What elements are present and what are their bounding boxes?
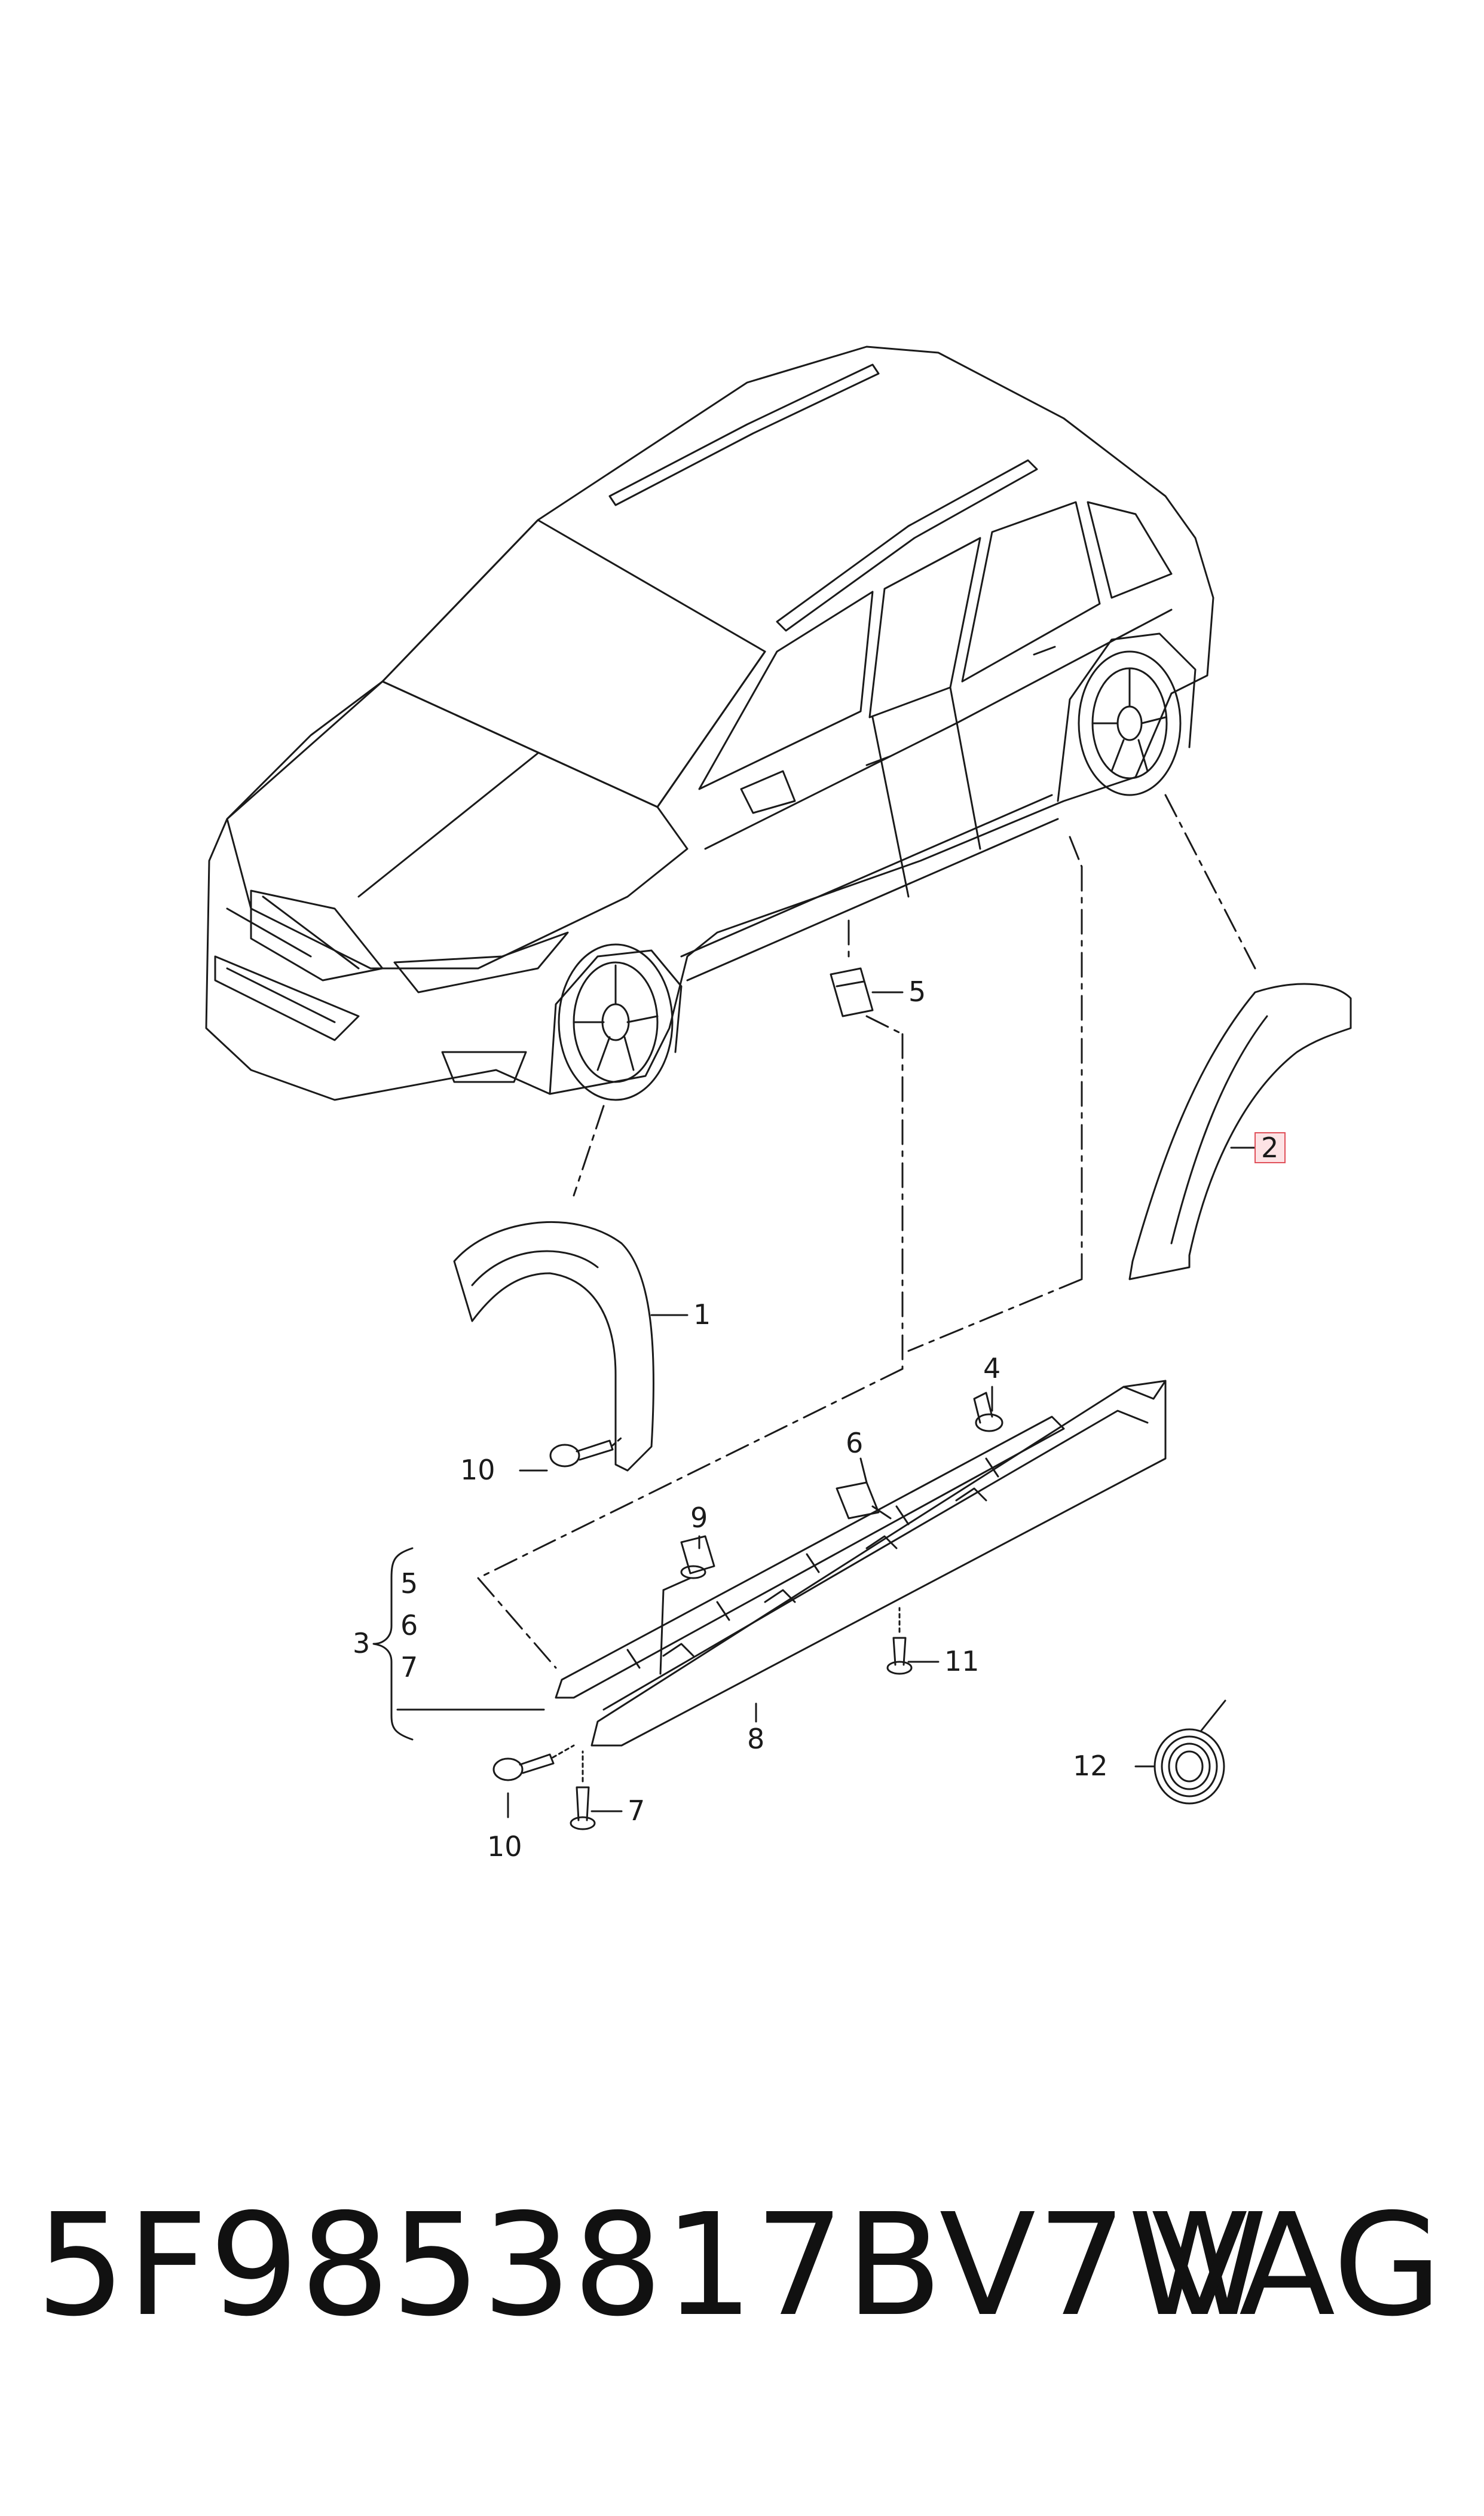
part-12-tape-roll — [1153, 1699, 1226, 1805]
brand-label: VAG — [1151, 2183, 1442, 2347]
part-number-label: 5F9853817BV7W — [36, 2183, 1269, 2347]
part-9-nut — [659, 1535, 715, 1675]
part-3-mounting-rail — [555, 1416, 1065, 1699]
part-10-screw-lower — [492, 1744, 575, 1781]
group-callout-7: 7 — [400, 1651, 418, 1683]
callout-5: 5 — [908, 976, 926, 1008]
callout-2-highlight — [1254, 1132, 1286, 1163]
part-8-sill-panel — [590, 1380, 1167, 1747]
part-6-clip — [836, 1481, 892, 1520]
callout-3: 3 — [353, 1627, 370, 1659]
callout-1: 1 — [693, 1298, 711, 1331]
callout-2: 2 — [1261, 1132, 1278, 1164]
callout-9: 9 — [690, 1502, 708, 1534]
callout-11: 11 — [944, 1645, 980, 1677]
part-10-screw-upper — [549, 1436, 623, 1468]
part-4-screw — [973, 1392, 1003, 1432]
callout-10-upper: 10 — [460, 1454, 495, 1486]
part-1-front-arch-trim — [453, 1221, 654, 1472]
callout-4: 4 — [983, 1352, 1000, 1384]
callout-8: 8 — [747, 1723, 764, 1755]
part-11-screw — [886, 1607, 913, 1675]
callout-12: 12 — [1073, 1750, 1108, 1782]
callout-7: 7 — [628, 1794, 645, 1827]
part-5-clip — [830, 967, 874, 1017]
part-7-screw — [570, 1750, 596, 1830]
car-illustration — [205, 346, 1214, 1101]
group-callout-6: 6 — [400, 1609, 418, 1641]
callout-10-lower: 10 — [487, 1830, 522, 1863]
part-2-rear-arch-trim — [1128, 983, 1352, 1280]
callout-6: 6 — [846, 1427, 863, 1459]
group-callout-5: 5 — [400, 1567, 418, 1600]
